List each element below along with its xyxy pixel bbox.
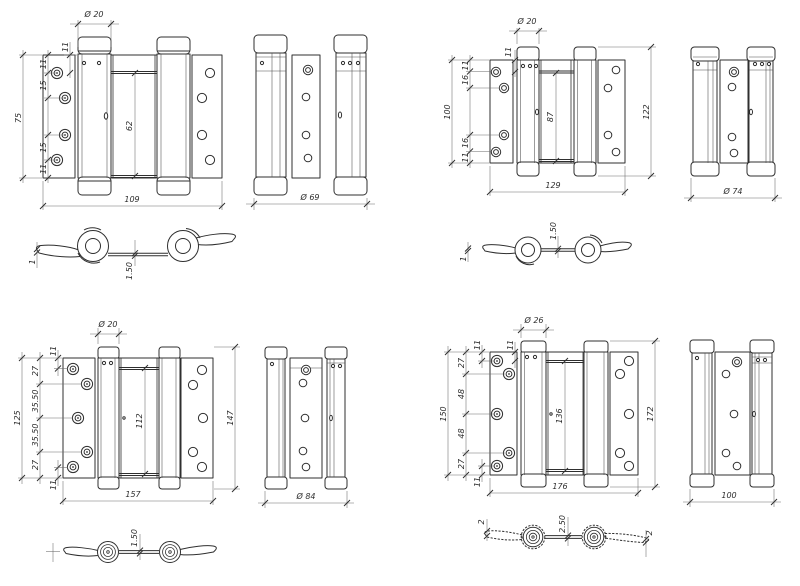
dim-wing-thickness-left: 2 [477, 519, 486, 524]
left-spring-barrel [520, 340, 547, 488]
dim-side-width: Ø 69 [299, 192, 319, 202]
dim-leaf-thickness: 1.50 [130, 529, 139, 547]
dim-hole-pitch-1: 27 [31, 365, 40, 376]
dim-spring-length: 62 [125, 121, 134, 131]
dim-hole-pitch-4: 11 [461, 152, 470, 162]
dim-pin-diameter: Ø 20 [83, 9, 103, 19]
right-wing [599, 241, 632, 253]
dim-plate-height: 150 [439, 406, 448, 421]
hinge-125: Ø 20 27 35.50 35.50 27 11 11 125 112 [13, 319, 354, 563]
dim-plate-height: 75 [14, 113, 23, 123]
right-spring-barrel [573, 46, 597, 177]
dim-overall-width: 129 [545, 181, 560, 190]
hinge-75-front-view: Ø 20 11 11 15 15 11 75 62 109 [14, 9, 226, 210]
hinge-150: Ø 26 11 27 48 48 27 11 11 150 136 [439, 315, 781, 557]
dim-leaf-thickness: 1.50 [549, 222, 558, 240]
hinge-100-front-view: Ø 20 11 11 16 16 11 100 87 122 [443, 16, 656, 196]
left-wing [35, 244, 81, 258]
dim-wing-thickness: 1 [459, 256, 468, 261]
right-wing [195, 233, 236, 246]
dim-edge-offset-bottom: 11 [473, 477, 482, 487]
dim-pin-offset: 11 [61, 42, 70, 52]
hinge-100-side-view: Ø 74 [684, 46, 782, 202]
dim-overall-height: 122 [642, 104, 651, 119]
dim-hole-pitch-1: 11 [461, 60, 470, 70]
dim-pin-diameter: Ø 20 [516, 16, 536, 26]
dim-hole-pitch-2: 15 [39, 80, 48, 90]
hinge-100: Ø 20 11 11 16 16 11 100 87 122 [443, 16, 782, 266]
dim-overall-height: 172 [646, 406, 655, 421]
left-spring-barrel [97, 346, 120, 490]
dim-hole-pitch-4: 27 [457, 458, 466, 469]
dim-pin-diameter: Ø 26 [523, 315, 543, 325]
hinge-150-plan-view: 2 2.50 2 [477, 515, 654, 557]
dimensions: Ø 20 11 11 15 15 11 75 62 109 [14, 9, 226, 210]
left-spring-barrel [516, 46, 540, 177]
dim-hole-pitch-2: 35.50 [31, 390, 40, 413]
left-plate [42, 54, 76, 179]
dim-overall-height: 147 [226, 409, 235, 425]
right-plate [597, 59, 626, 164]
left-wing [482, 244, 517, 255]
right-wing [604, 532, 649, 543]
left-plate [489, 59, 514, 164]
dimensions: Ø 20 11 11 16 16 11 100 87 122 [443, 16, 656, 196]
dim-edge-offset-bottom: 11 [49, 480, 58, 490]
dim-hole-pitch-3: 16 [461, 138, 470, 148]
dim-leaf-thickness: 1.50 [125, 262, 134, 280]
hinge-125-side-view: Ø 84 [258, 346, 354, 508]
hinge-75-plan-view: 1 1.50 [28, 227, 236, 280]
dim-hole-pitch-4: 11 [39, 164, 48, 174]
dimensions: Ø 26 11 27 48 48 27 11 11 150 136 [439, 315, 660, 497]
dim-hole-pitch-3: 35.50 [31, 424, 40, 447]
dim-hole-pitch-4: 27 [31, 459, 40, 470]
hinge-75: Ø 20 11 11 15 15 11 75 62 109 [14, 9, 375, 280]
dim-edge-offset-top: 11 [473, 340, 482, 350]
right-plate [191, 54, 223, 179]
dim-spring-length: 87 [546, 111, 555, 122]
dim-hole-pitch-2: 16 [461, 75, 470, 85]
hinge-100-plan-view: 1 1.50 [459, 222, 632, 266]
hinge-125-plan-view: 1.50 [46, 529, 217, 563]
dim-plate-height: 100 [443, 104, 452, 119]
center-leaf [101, 357, 167, 479]
right-plate [609, 351, 639, 476]
dim-side-width: 100 [721, 491, 736, 500]
dim-hole-pitch-1: 27 [457, 357, 466, 368]
hinge-150-side-view: 100 [683, 339, 781, 507]
dim-overall-width: 176 [552, 482, 567, 491]
hinge-150-front-view: Ø 26 11 27 48 48 27 11 11 150 136 [439, 315, 660, 497]
dim-hole-pitch-1: 11 [39, 59, 48, 69]
dim-wing-thickness-right: 2 [645, 530, 654, 535]
dim-overall-width: 157 [125, 490, 141, 499]
right-wing [179, 545, 217, 556]
left-wing [484, 530, 523, 541]
hinge-75-side-view: Ø 69 [246, 34, 375, 210]
right-plate [180, 357, 214, 479]
dim-side-width: Ø 84 [295, 491, 315, 501]
right-spring-barrel [158, 346, 181, 490]
dim-wing-thickness: 1 [28, 259, 37, 264]
left-plate [489, 351, 518, 476]
dim-spring-length: 112 [135, 413, 144, 428]
dim-leaf-thickness: 2.50 [558, 515, 567, 533]
dim-overall-width: 109 [124, 195, 139, 204]
right-spring-barrel [583, 340, 609, 488]
right-spring-barrel [156, 36, 191, 196]
dim-hole-pitch-3: 15 [39, 142, 48, 152]
left-wing [63, 546, 99, 557]
dimensions: Ø 20 27 35.50 35.50 27 11 11 125 112 [13, 319, 240, 505]
hinge-125-front-view: Ø 20 27 35.50 35.50 27 11 11 125 112 [13, 319, 240, 505]
dim-pin-offset: 11 [506, 340, 515, 350]
dim-pin-diameter: Ø 20 [97, 319, 117, 329]
dim-pin-offset: 11 [504, 47, 513, 57]
dim-side-width: Ø 74 [722, 186, 742, 196]
dim-hole-pitch-2: 48 [457, 389, 466, 399]
dim-spring-length: 136 [555, 408, 564, 423]
dim-hole-pitch-3: 48 [457, 428, 466, 438]
dim-edge-offset-top: 11 [49, 346, 58, 356]
dim-plate-height: 125 [13, 410, 22, 425]
